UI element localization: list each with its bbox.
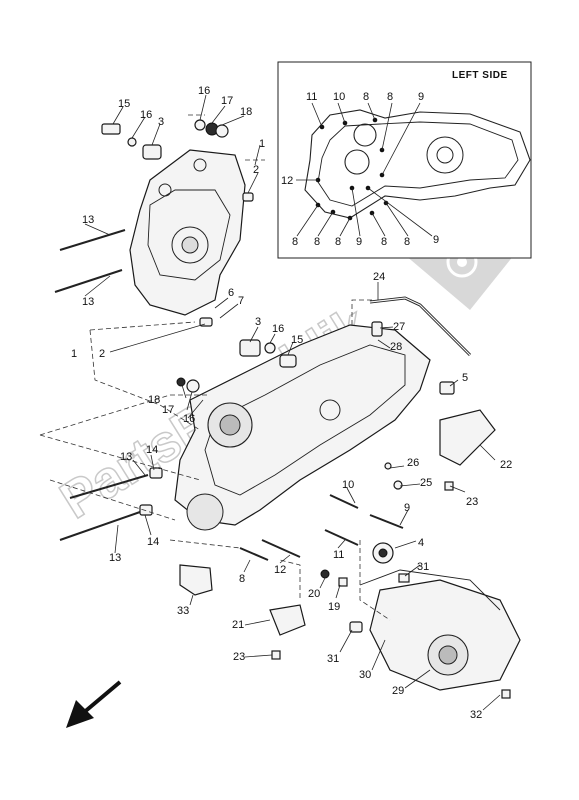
callout-30: 30 (359, 669, 371, 681)
callout-1: 1 (259, 138, 265, 150)
callout-25: 25 (420, 477, 432, 489)
callout-12: 12 (274, 564, 286, 576)
leader-lines (84, 94, 501, 711)
callout-20: 20 (308, 588, 320, 600)
callout-33: 33 (177, 605, 189, 617)
crankcase-right-half (129, 149, 246, 316)
callout-13: 13 (82, 214, 94, 226)
inset-case-outline (304, 109, 531, 219)
callout-13: 13 (109, 552, 121, 564)
callout-16: 16 (198, 85, 210, 97)
inset-callout-8: 8 (387, 91, 393, 103)
callout-31: 31 (417, 561, 429, 573)
inset-callout-10: 10 (333, 91, 345, 103)
inset-title: LEFT SIDE (452, 70, 508, 81)
callout-16: 16 (140, 109, 152, 121)
callout-32: 32 (470, 709, 482, 721)
inset-callout-9: 9 (356, 236, 362, 248)
callout-10: 10 (342, 479, 354, 491)
callout-15: 15 (291, 334, 303, 346)
callout-24: 24 (373, 271, 385, 283)
callout-27: 27 (393, 321, 405, 333)
callout-15: 15 (118, 98, 130, 110)
crankcase-cover (359, 569, 521, 691)
inset-callout-12: 12 (281, 175, 293, 187)
inset-callout-9: 9 (418, 91, 424, 103)
callout-14: 14 (146, 444, 158, 456)
callout-1: 1 (71, 348, 77, 360)
callout-6: 6 (228, 287, 234, 299)
callout-23: 23 (233, 651, 245, 663)
callout-18: 18 (148, 394, 160, 406)
callout-21: 21 (232, 619, 244, 631)
left-side-inset: LEFT SIDE 11 10 8 8 9 12 8 8 8 9 8 8 9 (277, 61, 532, 259)
callout-28: 28 (390, 341, 402, 353)
inset-callout-8: 8 (381, 236, 387, 248)
callout-8: 8 (239, 573, 245, 585)
callout-5: 5 (462, 372, 468, 384)
inset-callout-8: 8 (292, 236, 298, 248)
assembly-lines (39, 114, 391, 621)
callout-3: 3 (158, 116, 164, 128)
inset-callout-9: 9 (433, 234, 439, 246)
callout-16: 16 (272, 323, 284, 335)
inset-callout-8: 8 (363, 91, 369, 103)
callout-26: 26 (407, 457, 419, 469)
callout-22: 22 (500, 459, 512, 471)
callout-labels: 15 16 3 16 17 18 1 2 13 13 6 7 1 2 3 16 … (71, 85, 512, 721)
callout-17: 17 (162, 404, 174, 416)
crankcase-left-half (174, 324, 431, 531)
callout-13: 13 (82, 296, 94, 308)
inset-callout-8: 8 (335, 236, 341, 248)
callout-23: 23 (466, 496, 478, 508)
inset-callout-8: 8 (404, 236, 410, 248)
callout-2: 2 (253, 164, 259, 176)
callout-31: 31 (327, 653, 339, 665)
studs-and-bolts (54, 229, 404, 561)
callout-14: 14 (147, 536, 159, 548)
callout-7: 7 (238, 295, 244, 307)
callout-17: 17 (221, 95, 233, 107)
inset-callout-8: 8 (314, 236, 320, 248)
callout-9: 9 (404, 502, 410, 514)
callout-18: 18 (240, 106, 252, 118)
callout-13: 13 (120, 451, 132, 463)
callout-3: 3 (255, 316, 261, 328)
callout-19: 19 (328, 601, 340, 613)
inset-callout-11: 11 (306, 91, 317, 103)
callout-29: 29 (392, 685, 404, 697)
callout-16: 16 (183, 413, 195, 425)
small-parts (101, 119, 511, 699)
front-direction-arrow-icon (66, 680, 122, 728)
callout-11: 11 (333, 549, 344, 561)
callout-2: 2 (99, 348, 105, 360)
callout-4: 4 (418, 537, 424, 549)
